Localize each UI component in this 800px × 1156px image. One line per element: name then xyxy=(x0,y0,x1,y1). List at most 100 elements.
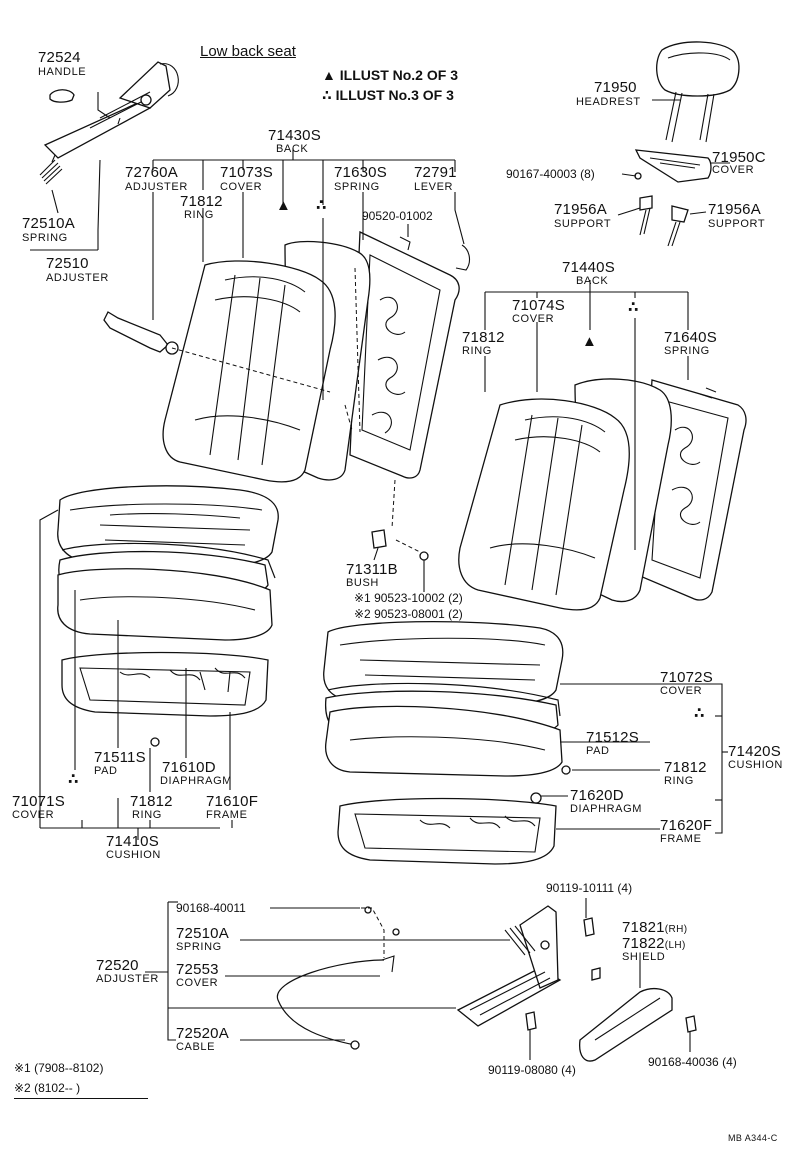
part-number-90168-40036: 90168-40036 (4) xyxy=(648,1055,737,1069)
part-name-cushion-71420S: CUSHION xyxy=(728,759,783,771)
part-name-cover-71071S: COVER xyxy=(12,809,55,821)
part-number-71822-num: 71822 xyxy=(622,935,665,952)
part-name-pad-71512S: PAD xyxy=(586,745,610,757)
part-name-adjuster-72510: ADJUSTER xyxy=(46,272,109,284)
seat-cushion-right-illustration xyxy=(323,620,571,865)
part-number-71812-c: 71812 xyxy=(664,759,707,776)
triangle-icon: ▲ xyxy=(276,197,291,214)
headrest-illustration xyxy=(634,41,740,247)
part-number-71812-d: 71812 xyxy=(130,793,173,810)
part-number-71072S: 71072S xyxy=(660,669,713,686)
part-name-adjuster-72760A: ADJUSTER xyxy=(125,181,188,193)
part-name-cable: CABLE xyxy=(176,1041,216,1053)
legend-text-3: ILLUST No.3 OF 3 xyxy=(335,87,454,103)
seat-back-upper-illustration xyxy=(103,230,471,483)
part-name-spring-71640S: SPRING xyxy=(664,345,710,357)
footnote-1-range: (7908--8102) xyxy=(34,1061,104,1075)
part-number-71420S: 71420S xyxy=(728,743,781,760)
part-name-adjuster-72520: ADJUSTER xyxy=(96,973,159,985)
part-name-cushion-71410S: CUSHION xyxy=(106,849,161,861)
part-number-72791: 72791 xyxy=(414,164,457,181)
part-name-frame-71620F: FRAME xyxy=(660,833,702,845)
part-number-71410S: 71410S xyxy=(106,833,159,850)
part-name-support-left: SUPPORT xyxy=(554,218,612,230)
part-name-spring-71630S: SPRING xyxy=(334,181,380,193)
part-number-71610F: 71610F xyxy=(206,793,259,810)
part-name-spring-top: SPRING xyxy=(22,232,68,244)
part-name-ring-b: RING xyxy=(462,345,492,357)
part-number-90523-08001: ※2 90523-08001 (2) xyxy=(354,607,463,621)
part-name-ring-d: RING xyxy=(132,809,162,821)
part-name-lever: LEVER xyxy=(414,181,454,193)
part-number-71512S: 71512S xyxy=(586,729,639,746)
part-name-cover-72553: COVER xyxy=(176,977,219,989)
part-number-71071S: 71071S xyxy=(12,793,65,810)
part-name-spring-bottom: SPRING xyxy=(176,941,222,953)
three-dots-icon: ∴ xyxy=(68,771,79,788)
part-number-71821-num: 71821 xyxy=(622,919,665,936)
part-name-pad-71511S: PAD xyxy=(94,765,118,777)
part-number-71440S: 71440S xyxy=(562,259,615,276)
bush-illustration xyxy=(371,479,429,561)
part-name-support-right: SUPPORT xyxy=(708,218,766,230)
footnote-2-range: (8102-- ) xyxy=(34,1081,81,1095)
part-number-72553: 72553 xyxy=(176,961,219,978)
seat-adjuster-top-illustration xyxy=(39,61,179,185)
part-number-71950C: 71950C xyxy=(712,149,766,166)
part-number-71821-suffix: (RH) xyxy=(664,924,688,935)
part-name-diaphragm-71620D: DIAPHRAGM xyxy=(570,803,643,815)
seat-cushion-left-illustration xyxy=(57,485,279,747)
part-name-back-71430S: BACK xyxy=(276,143,309,155)
legend-text-2: ILLUST No.2 OF 3 xyxy=(339,67,458,83)
part-number-71074S: 71074S xyxy=(512,297,565,314)
part-name-shield: SHIELD xyxy=(622,951,666,963)
part-number-71822: 71822(LH) xyxy=(622,936,686,951)
footnote-underline xyxy=(14,1098,148,1099)
footnote-1: ※1 (7908--8102) xyxy=(14,1062,103,1074)
part-number-90523-10002: ※1 90523-10002 (2) xyxy=(354,591,463,605)
leader-lines xyxy=(30,92,730,1060)
part-name-frame-71610F: FRAME xyxy=(206,809,248,821)
part-number-71511S: 71511S xyxy=(94,749,146,766)
three-dots-icon: ∴ xyxy=(694,705,705,722)
seat-adjuster-bottom-illustration xyxy=(276,905,697,1062)
seat-back-right-illustration xyxy=(458,378,747,611)
part-name-cover-71074S: COVER xyxy=(512,313,555,325)
part-number-72520: 72520 xyxy=(96,957,139,974)
part-number-72520A: 72520A xyxy=(176,1025,229,1042)
footnote-2-mark: ※2 xyxy=(14,1081,31,1095)
part-number-71640S: 71640S xyxy=(664,329,717,346)
triangle-icon: ▲ xyxy=(582,333,597,350)
part-name-cover-71073S: COVER xyxy=(220,181,263,193)
illustration-code: MB A344-C xyxy=(728,1133,778,1143)
part-name-cover-71072S: COVER xyxy=(660,685,703,697)
part-name-diaphragm-71610D: DIAPHRAGM xyxy=(160,775,233,787)
three-dots-icon: ∴ xyxy=(628,299,639,316)
part-name-headrest: HEADREST xyxy=(576,96,641,108)
part-number-72510A-top: 72510A xyxy=(22,215,75,232)
part-number-71311B: 71311B xyxy=(346,561,398,578)
part-number-72760A: 72760A xyxy=(125,164,178,181)
legend-row-3: ∴ ILLUST No.3 OF 3 xyxy=(322,88,454,102)
footnote-1-mark: ※1 xyxy=(14,1061,31,1075)
part-name-ring-c: RING xyxy=(664,775,694,787)
part-number-71822-suffix: (LH) xyxy=(664,940,686,951)
part-number-71073S: 71073S xyxy=(220,164,273,181)
part-number-71430S: 71430S xyxy=(268,127,321,144)
part-number-71620F: 71620F xyxy=(660,817,713,834)
part-number-71950: 71950 xyxy=(594,79,637,96)
part-number-71821: 71821(RH) xyxy=(622,920,687,935)
part-number-90119-08080: 90119-08080 (4) xyxy=(488,1063,576,1077)
part-number-72510A-bottom: 72510A xyxy=(176,925,229,942)
part-number-72524: 72524 xyxy=(38,49,81,66)
part-number-71630S: 71630S xyxy=(334,164,387,181)
part-number-71956A-left: 71956A xyxy=(554,201,607,218)
part-number-72510: 72510 xyxy=(46,255,89,272)
three-dots-icon: ∴ xyxy=(316,197,327,214)
part-number-71620D: 71620D xyxy=(570,787,624,804)
part-name-bush: BUSH xyxy=(346,577,379,589)
part-number-71610D: 71610D xyxy=(162,759,216,776)
part-name-ring-a: RING xyxy=(184,209,214,221)
